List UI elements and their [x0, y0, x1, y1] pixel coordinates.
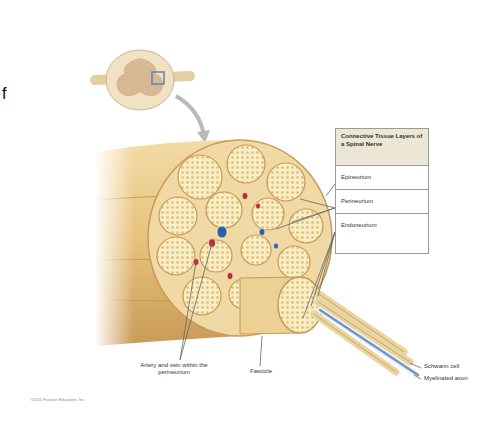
copyright-note: ©2011 Pearson Education, Inc.	[30, 398, 120, 403]
blood-vessel	[217, 226, 227, 238]
fascicle	[227, 145, 265, 183]
leader-line	[260, 336, 262, 366]
blood-vessel	[242, 192, 248, 199]
slide-fragment: f	[2, 84, 22, 103]
table-row: Endoneurium	[336, 213, 428, 237]
fascicle	[157, 237, 195, 275]
part-label: Artery and vein within the perineurium	[136, 362, 212, 376]
fascicle	[252, 198, 284, 230]
fascicle	[278, 246, 310, 278]
myelinated-axon	[320, 310, 418, 375]
layer-name: Perineurium	[341, 198, 423, 205]
fascicle	[241, 235, 271, 265]
epineurium-face	[148, 140, 332, 336]
leader-line	[414, 375, 421, 379]
layer-name: Endoneurium	[341, 222, 423, 229]
blood-vessel	[227, 272, 233, 279]
leader-line	[180, 243, 212, 360]
leader-line	[326, 184, 335, 196]
layer-name: Epineurium	[341, 174, 423, 181]
fascicle	[183, 277, 221, 315]
highlight-square	[152, 72, 164, 84]
leader-line	[410, 363, 421, 368]
spinal-cord	[106, 50, 174, 110]
part-label: Fascicle	[238, 368, 284, 375]
fascicle	[267, 163, 305, 201]
leader-line	[303, 232, 335, 318]
part-label: Schwann cell	[424, 363, 486, 370]
blood-vessel	[259, 228, 265, 235]
zoom-arrow	[176, 96, 204, 136]
gray-matter	[117, 58, 164, 96]
tube-fade	[94, 138, 134, 350]
table-heading: Connective Tissue Layers of a Spinal Ner…	[336, 129, 428, 165]
fascicle	[200, 240, 232, 272]
fascicle	[159, 197, 197, 235]
fascicle	[206, 192, 242, 228]
leader-line	[276, 199, 335, 229]
table-row: Epineurium	[336, 165, 428, 189]
fascicle	[178, 155, 222, 199]
blood-vessel	[256, 203, 261, 209]
table-row: Perineurium	[336, 189, 428, 213]
part-label: Myelinated axon	[424, 375, 486, 382]
blood-vessel	[274, 243, 279, 249]
legend-table: Connective Tissue Layers of a Spinal Ner…	[335, 128, 429, 254]
